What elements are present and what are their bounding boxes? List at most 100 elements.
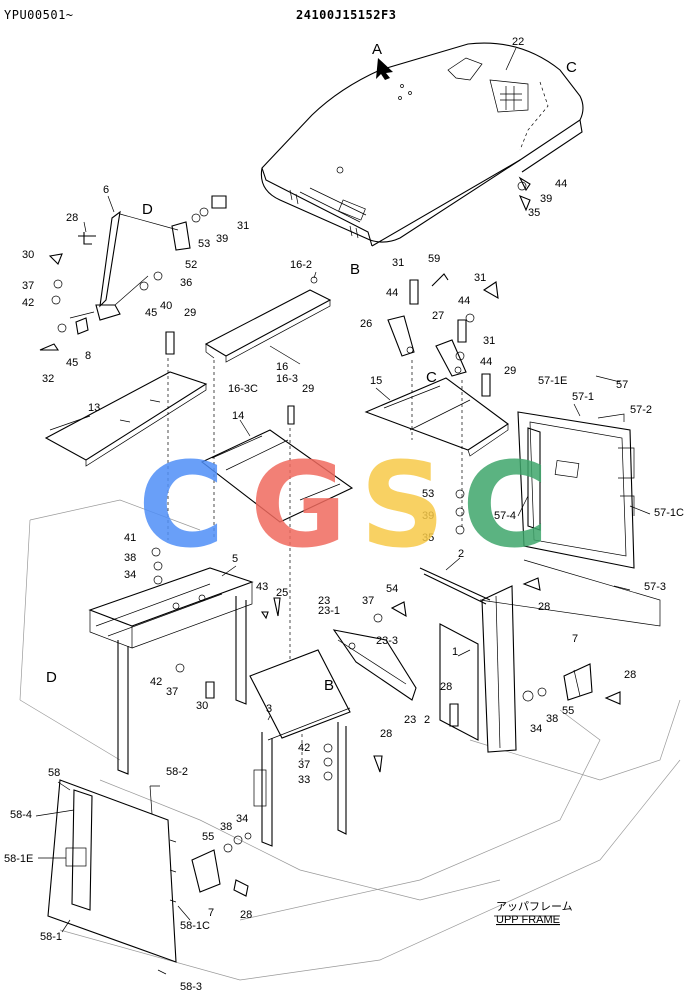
door-58 — [47, 779, 221, 963]
callout-42-mid: 42 — [150, 676, 162, 688]
callout-22: 22 — [512, 36, 524, 48]
callout-58: 58 — [48, 767, 60, 779]
callout-3: 3 — [266, 703, 272, 715]
callout-23: 23 — [318, 595, 330, 607]
serial-range: YPU00501~ — [4, 8, 74, 22]
callout-44-hood: 44 — [555, 178, 567, 190]
callout-13: 13 — [88, 402, 100, 414]
frame-3 — [249, 649, 351, 847]
callout-57-1e: 57-1E — [538, 375, 567, 387]
callout-58-1e: 58-1E — [4, 853, 33, 865]
callout-30-left: 30 — [22, 249, 34, 261]
callout-37-bottom: 37 — [298, 759, 310, 771]
hinge-brackets — [387, 315, 467, 377]
callout-28-bottom: 28 — [380, 728, 392, 740]
frame-1 — [439, 585, 517, 753]
callout-23-bottom: 23 — [404, 714, 416, 726]
callout-45-lower: 45 — [66, 357, 78, 369]
view-label-d: D — [142, 201, 153, 218]
callout-32: 32 — [42, 373, 54, 385]
callout-23-1: 23-1 — [318, 605, 340, 617]
view-label-b: B — [350, 261, 360, 278]
callout-31-r1: 31 — [392, 257, 404, 269]
callout-27: 27 — [432, 310, 444, 322]
callout-57-3: 57-3 — [644, 581, 666, 593]
plate-13 — [44, 371, 208, 467]
callout-31-r3: 31 — [483, 335, 495, 347]
view-label-c-2: C — [426, 369, 437, 386]
callout-16: 16 — [276, 361, 288, 373]
callout-58-4: 58-4 — [10, 809, 32, 821]
callout-28-door: 28 — [240, 909, 252, 921]
frame-note-en: UPP FRAME — [496, 914, 560, 926]
callout-38-right: 38 — [546, 713, 558, 725]
callout-44-r2: 44 — [458, 295, 470, 307]
bracket-7-right — [563, 663, 593, 701]
callout-58-2: 58-2 — [166, 766, 188, 778]
view-label-d-2: D — [46, 669, 57, 686]
callout-2-bottom: 2 — [424, 714, 430, 726]
callout-58-3: 58-3 — [180, 981, 202, 993]
callout-37-mid: 37 — [166, 686, 178, 698]
callout-37-left: 37 — [22, 280, 34, 292]
callout-44-r1: 44 — [386, 287, 398, 299]
callout-29-right: 29 — [504, 365, 516, 377]
callout-labels: A B C D C D B 22 44 39 35 6 28 30 37 42 … — [4, 36, 684, 993]
callout-7-bottom: 7 — [208, 907, 214, 919]
callout-28-right: 28 — [538, 601, 550, 613]
support-rod-assembly — [69, 210, 191, 335]
callout-7-right: 7 — [572, 633, 578, 645]
callout-39-left: 39 — [216, 233, 228, 245]
callout-45-upper: 45 — [145, 307, 157, 319]
view-label-c: C — [566, 59, 577, 76]
callout-43: 43 — [256, 581, 268, 593]
frame-5 — [88, 567, 254, 775]
callout-34-bottom: 34 — [236, 813, 248, 825]
callout-35-right: 35 — [422, 532, 434, 544]
callout-54: 54 — [386, 583, 398, 595]
callout-57-2: 57-2 — [630, 404, 652, 416]
callout-25: 25 — [276, 587, 288, 599]
callout-41: 41 — [124, 532, 136, 544]
bracket-23 — [332, 629, 417, 701]
callout-42-left: 42 — [22, 297, 34, 309]
drawing-number: 24100J15152F3 — [296, 8, 397, 22]
callout-34-right: 34 — [530, 723, 542, 735]
callout-28-right2: 28 — [440, 681, 452, 693]
callout-23-3: 23-3 — [376, 635, 398, 647]
plate-16 — [204, 276, 332, 363]
callout-29-center: 29 — [302, 383, 314, 395]
frame-note-jp: アッパフレーム — [496, 900, 573, 913]
callout-57-4: 57-4 — [494, 510, 516, 522]
callout-39-hood: 39 — [540, 193, 552, 205]
callout-39-right: 39 — [422, 510, 434, 522]
callout-1: 1 — [452, 646, 458, 658]
callout-29-left: 29 — [184, 307, 196, 319]
callout-55-right: 55 — [562, 705, 574, 717]
upper-frame-outline — [19, 499, 681, 981]
door-57 — [479, 411, 661, 627]
plate-14 — [200, 429, 354, 523]
callout-36: 36 — [180, 277, 192, 289]
callout-31-r2: 31 — [474, 272, 486, 284]
callout-58-1c: 58-1C — [180, 920, 210, 932]
callout-6: 6 — [103, 184, 109, 196]
engine-hood — [260, 42, 584, 247]
callout-28-right3: 28 — [624, 669, 636, 681]
callout-58-1: 58-1 — [40, 931, 62, 943]
callout-40: 40 — [160, 300, 172, 312]
callout-57-1: 57-1 — [572, 391, 594, 403]
callout-5: 5 — [232, 553, 238, 565]
callout-15: 15 — [370, 375, 382, 387]
callout-16-3: 16-3 — [276, 373, 298, 385]
callout-57: 57 — [616, 379, 628, 391]
callout-37-center: 37 — [362, 595, 374, 607]
rod-2 — [419, 567, 491, 605]
callout-44-r3: 44 — [480, 356, 492, 368]
leader-lines — [35, 47, 651, 933]
callout-53-right: 53 — [422, 488, 434, 500]
callout-16-2: 16-2 — [290, 259, 312, 271]
view-label-a: A — [372, 41, 382, 58]
callout-26: 26 — [360, 318, 372, 330]
